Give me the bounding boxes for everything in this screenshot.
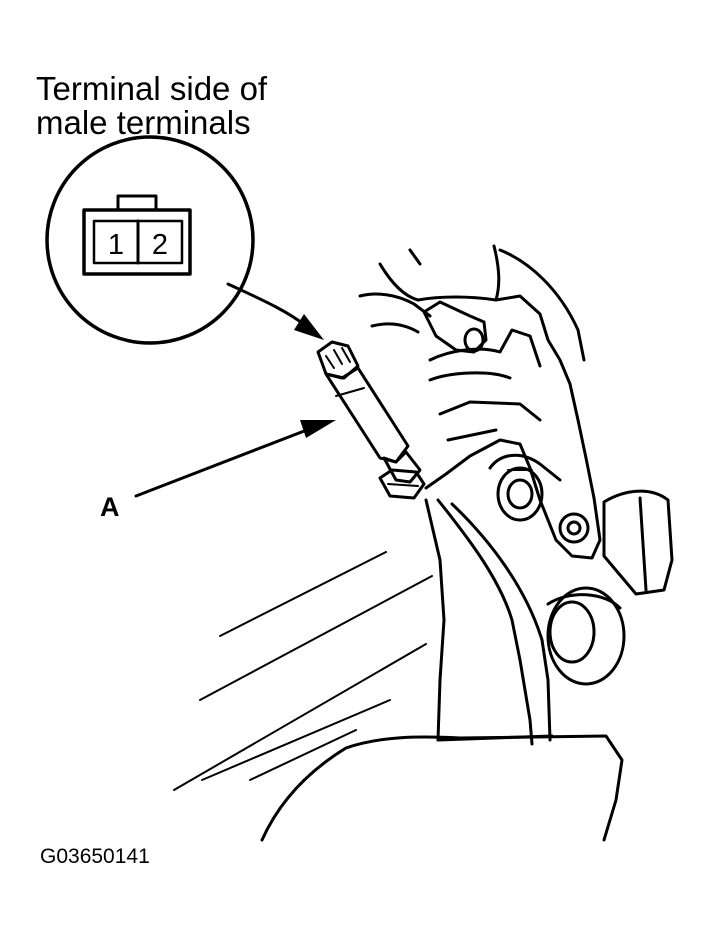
callout-label-a: A [100,492,120,522]
pedal-boss [546,586,626,686]
right-bracket [602,489,674,596]
connector-housing [82,208,192,276]
inset-arrow [226,282,324,340]
hatch-lines [173,551,433,791]
inset-title-line2: male terminals [36,104,251,141]
pedal-arm [424,498,554,746]
pin-1-label: 1 [108,229,124,261]
floor-panel [260,734,624,842]
connector-latch [116,194,158,212]
connector-inset: 1 2 [45,135,255,345]
brake-switch [316,340,426,500]
pin-2-label: 2 [152,229,168,261]
inset-circle [45,135,255,345]
figure-id: G03650141 [40,845,150,868]
callout-arrow [134,420,336,498]
inset-title-line1: Terminal side of [36,70,268,107]
pedal-bracket [358,244,602,560]
